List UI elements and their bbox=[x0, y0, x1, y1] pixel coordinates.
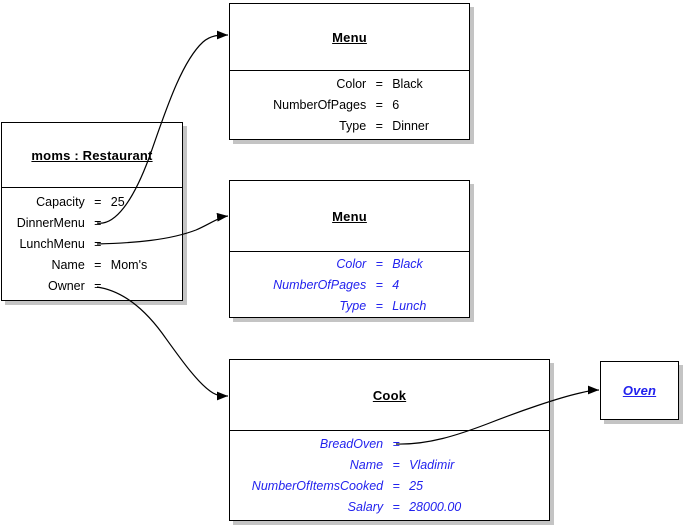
arrow-owner-to-cook[interactable] bbox=[96, 286, 229, 401]
attr-name: Color bbox=[336, 77, 367, 91]
attr-row-salary: Salary = 28000.00 bbox=[230, 497, 549, 518]
equals-sign: = bbox=[392, 500, 400, 514]
object-title: moms : Restaurant bbox=[31, 147, 153, 163]
attr-row-numberofpages: NumberOfPages = 6 bbox=[230, 95, 469, 116]
object-title-section: Cook bbox=[230, 360, 549, 431]
attr-row-numberofpages: NumberOfPages = 4 bbox=[230, 275, 469, 296]
attr-row-name: Name = Vladimir bbox=[230, 455, 549, 476]
equals-sign: = bbox=[392, 437, 400, 451]
object-title: Oven bbox=[622, 383, 657, 398]
attr-value: 4 bbox=[392, 278, 400, 292]
attr-value: Black bbox=[392, 77, 423, 91]
equals-sign: = bbox=[375, 299, 383, 313]
attr-value: Dinner bbox=[392, 119, 430, 133]
attr-name: Color bbox=[336, 257, 367, 271]
attr-value: Black bbox=[392, 257, 423, 271]
attr-name: NumberOfItemsCooked bbox=[251, 479, 384, 493]
attr-value: 25 bbox=[409, 479, 424, 493]
attr-name: Type bbox=[339, 299, 367, 313]
object-title: Menu bbox=[332, 29, 367, 45]
attr-name: NumberOfPages bbox=[273, 98, 367, 112]
attr-name: Name bbox=[349, 458, 384, 472]
equals-sign: = bbox=[392, 458, 400, 472]
attr-name: Owner bbox=[47, 279, 85, 293]
attr-value: Vladimir bbox=[409, 458, 455, 472]
attr-row-type: Type = Dinner bbox=[230, 116, 469, 137]
attr-value bbox=[111, 213, 182, 234]
attr-row-breadoven: BreadOven = bbox=[230, 434, 549, 455]
object-box-menu-lunch[interactable]: Menu Color = Black NumberOfPages = 4 Typ… bbox=[229, 180, 470, 318]
object-title: Menu bbox=[332, 208, 367, 224]
attr-value bbox=[409, 434, 549, 455]
attr-row-owner: Owner = bbox=[2, 276, 182, 297]
attr-value: Mom's bbox=[110, 258, 148, 272]
equals-sign: = bbox=[94, 279, 102, 293]
attr-row-capacity: Capacity = 25 bbox=[2, 192, 182, 213]
attr-value bbox=[111, 234, 182, 255]
attr-name: DinnerMenu bbox=[16, 216, 85, 230]
attribute-list: Color = Black NumberOfPages = 4 Type = L… bbox=[230, 252, 469, 317]
object-title-section: Oven bbox=[601, 362, 678, 419]
object-box-menu-dinner[interactable]: Menu Color = Black NumberOfPages = 6 Typ… bbox=[229, 3, 470, 140]
attr-name: NumberOfPages bbox=[273, 278, 367, 292]
attr-row-type: Type = Lunch bbox=[230, 296, 469, 317]
attr-value: Lunch bbox=[392, 299, 427, 313]
equals-sign: = bbox=[375, 98, 383, 112]
attribute-list: Color = Black NumberOfPages = 6 Type = D… bbox=[230, 71, 469, 137]
object-box-oven[interactable]: Oven bbox=[600, 361, 679, 420]
attr-row-color: Color = Black bbox=[230, 74, 469, 95]
equals-sign: = bbox=[94, 237, 102, 251]
attr-name: Salary bbox=[347, 500, 384, 514]
equals-sign: = bbox=[392, 479, 400, 493]
object-title-section: moms : Restaurant bbox=[2, 123, 182, 188]
equals-sign: = bbox=[375, 257, 383, 271]
attribute-list: BreadOven = Name = Vladimir NumberOfItem… bbox=[230, 431, 549, 518]
attr-name: Type bbox=[339, 119, 367, 133]
attr-value: 28000.00 bbox=[409, 500, 462, 514]
attr-name: Name bbox=[51, 258, 85, 272]
object-title: Cook bbox=[372, 387, 407, 403]
equals-sign: = bbox=[375, 278, 383, 292]
equals-sign: = bbox=[94, 258, 102, 272]
attr-value: 6 bbox=[392, 98, 400, 112]
attr-row-dinnermenu: DinnerMenu = bbox=[2, 213, 182, 234]
object-title-section: Menu bbox=[230, 4, 469, 71]
object-box-cook[interactable]: Cook BreadOven = Name = Vladimir NumberO… bbox=[229, 359, 550, 521]
attribute-list: Capacity = 25 DinnerMenu = LunchMenu = N… bbox=[2, 188, 182, 297]
attr-value: 25 bbox=[110, 195, 125, 209]
attr-row-lunchmenu: LunchMenu = bbox=[2, 234, 182, 255]
object-box-moms-restaurant[interactable]: moms : Restaurant Capacity = 25 DinnerMe… bbox=[1, 122, 183, 301]
attr-name: BreadOven bbox=[319, 437, 384, 451]
attr-row-color: Color = Black bbox=[230, 254, 469, 275]
attr-value bbox=[111, 276, 182, 297]
equals-sign: = bbox=[375, 119, 383, 133]
equals-sign: = bbox=[375, 77, 383, 91]
attr-name: Capacity bbox=[36, 195, 85, 209]
attr-row-numberofitemscooked: NumberOfItemsCooked = 25 bbox=[230, 476, 549, 497]
object-title-section: Menu bbox=[230, 181, 469, 252]
equals-sign: = bbox=[94, 195, 102, 209]
equals-sign: = bbox=[94, 216, 102, 230]
attr-row-name: Name = Mom's bbox=[2, 255, 182, 276]
attr-name: LunchMenu bbox=[19, 237, 85, 251]
